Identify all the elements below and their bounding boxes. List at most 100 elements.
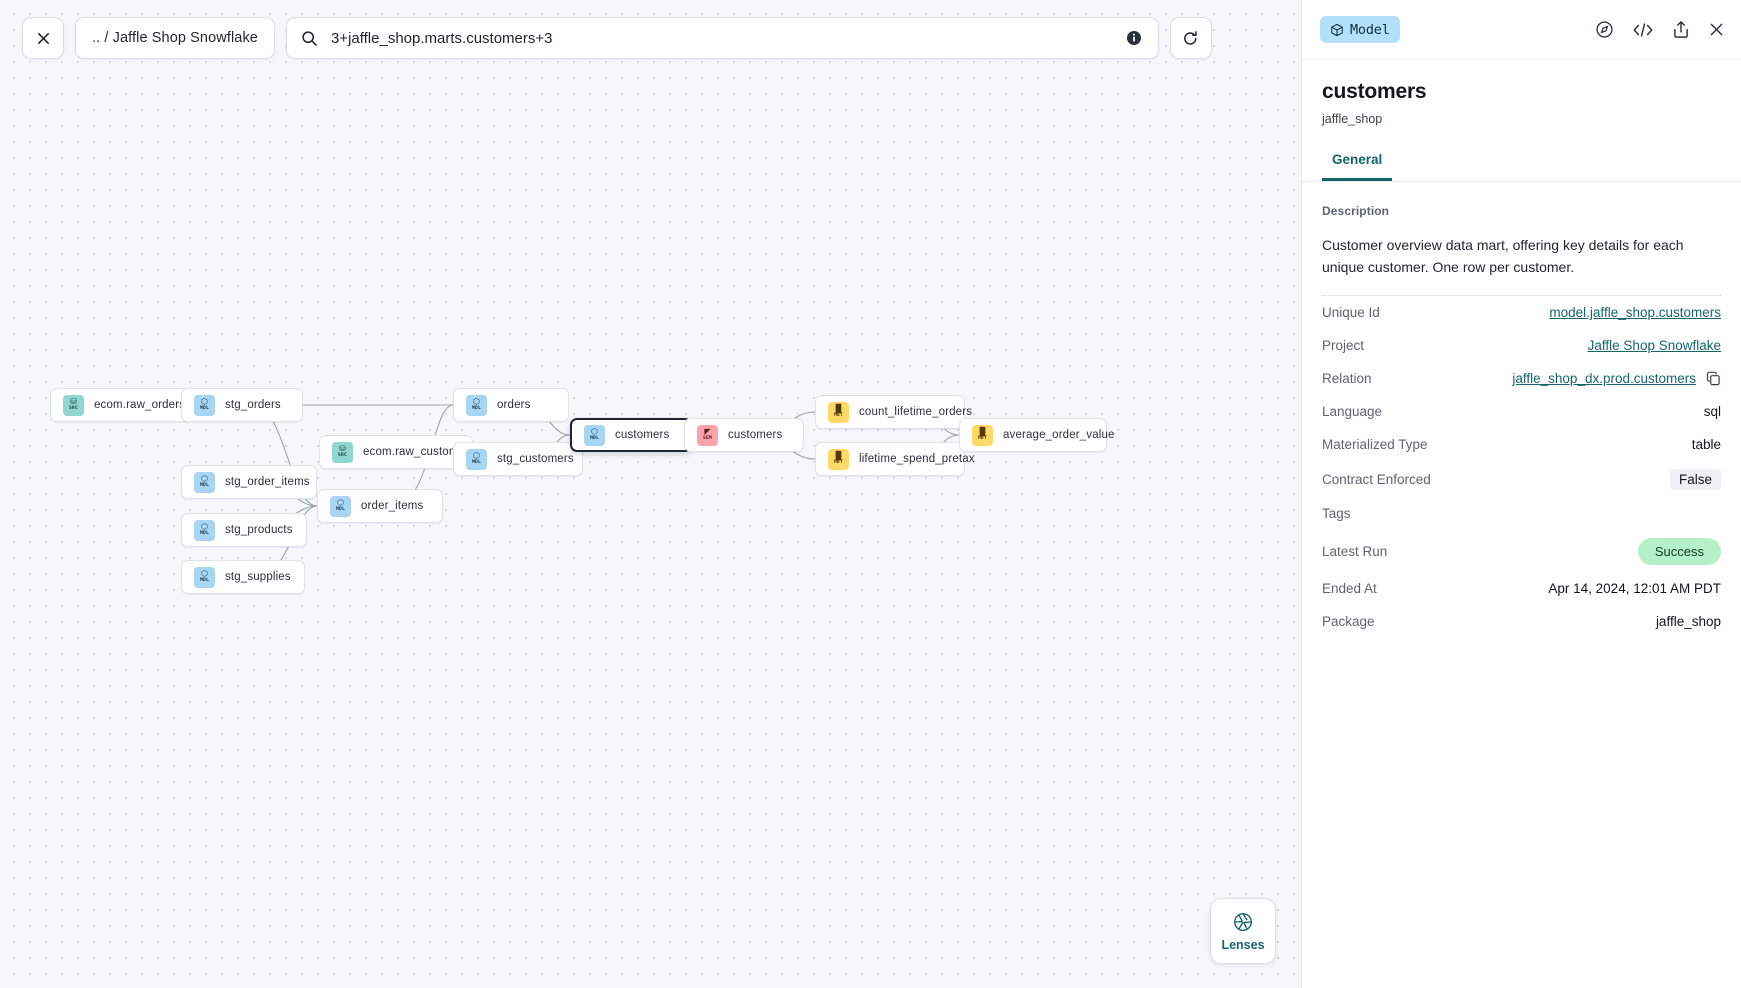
detail-row-value: sql [1703, 404, 1721, 420]
lineage-node-label: stg_orders [225, 399, 281, 411]
close-lineage-button[interactable] [22, 17, 64, 59]
mdl-node-icon: ⬡MDL [194, 566, 215, 588]
detail-row-link[interactable]: model.jaffle_shop.customers [1549, 305, 1721, 321]
lineage-node-label: stg_order_items [225, 476, 310, 488]
detail-row-key: Project [1322, 338, 1365, 354]
tab-general[interactable]: General [1322, 152, 1393, 181]
detail-row-latest-run: Latest Run Success [1322, 530, 1721, 572]
resource-type-badge[interactable]: Model [1320, 16, 1400, 43]
description-text: Customer overview data mart, offering ke… [1322, 237, 1684, 276]
lenses-label: Lenses [1221, 937, 1265, 952]
lineage-node-stg_orders[interactable]: ⬡MDL stg_orders [181, 388, 303, 422]
lineage-canvas[interactable]: .. / Jaffle Shop Snowflake 3+jaffle_shop… [0, 0, 1301, 988]
details-panel: Model [1301, 0, 1741, 988]
mdl-node-icon: ⬡MDL [194, 519, 215, 541]
detail-row-unique-id: Unique Id model.jaffle_shop.customers [1322, 296, 1721, 329]
description-label: Description [1322, 204, 1390, 218]
detail-row-value: Apr 14, 2024, 12:01 AM PDT [1548, 581, 1721, 597]
mdl-node-icon: ⬡MDL [584, 424, 605, 446]
info-icon-glyph [1126, 31, 1141, 45]
mdl-node-icon: ⬡MDL [194, 471, 215, 493]
detail-row-pill: False [1669, 468, 1721, 490]
share-icon[interactable] [1672, 20, 1690, 39]
lineage-search-box[interactable]: 3+jaffle_shop.marts.customers+3 [285, 17, 1159, 59]
detail-row-key: Package [1322, 614, 1375, 630]
detail-row-ended-at: Ended At Apr 14, 2024, 12:01 AM PDT [1322, 572, 1721, 605]
lineage-node-orders[interactable]: ⬡MDL orders [453, 388, 569, 422]
info-icon[interactable] [1126, 30, 1142, 46]
lineage-node-label: stg_products [225, 524, 293, 536]
status-badge: Success [1637, 537, 1721, 565]
code-icon[interactable] [1632, 21, 1654, 39]
lineage-node-label: count_lifetime_orders [859, 406, 973, 418]
mdl-node-icon: ⬡MDL [466, 394, 487, 416]
detail-row-package: Package jaffle_shop [1322, 605, 1721, 638]
detail-row-link[interactable]: jaffle_shop_dx.prod.customers [1512, 371, 1696, 387]
close-icon [37, 32, 49, 44]
src-node-icon: ⛁SRC [332, 441, 353, 463]
detail-row-key: Materialized Type [1322, 437, 1428, 453]
panel-header-actions [1595, 20, 1725, 39]
lineage-node-stg_order_items[interactable]: ⬡MDL stg_order_items [181, 465, 317, 499]
close-panel-icon[interactable] [1708, 21, 1725, 38]
lineage-node-label: lifetime_spend_pretax [859, 453, 975, 465]
detail-row-key: Tags [1322, 506, 1351, 522]
search-input[interactable]: 3+jaffle_shop.marts.customers+3 [330, 29, 553, 47]
detail-row-materialized-type: Materialized Type table [1322, 428, 1721, 461]
lineage-node-label: stg_supplies [225, 571, 291, 583]
panel-tabs: General [1302, 152, 1741, 182]
detail-row-key: Latest Run [1322, 543, 1388, 559]
refresh-icon [1184, 30, 1198, 45]
details-panel-header: Model [1302, 0, 1741, 60]
canvas-toolbar: .. / Jaffle Shop Snowflake 3+jaffle_shop… [22, 17, 1212, 59]
lineage-node-stg_supplies[interactable]: ⬡MDL stg_supplies [181, 560, 305, 594]
detail-row-value: jaffle_shop [1655, 614, 1721, 630]
lineage-node-label: stg_customers [497, 453, 574, 465]
cube-icon [1331, 23, 1343, 36]
detail-row-value-wrap: jaffle_shop_dx.prod.customers [1512, 371, 1721, 386]
compass-icon[interactable] [1595, 20, 1614, 39]
divider [1322, 294, 1721, 296]
lineage-node-count_lifetime_orders[interactable]: █MET count_lifetime_orders [815, 395, 972, 429]
detail-row-link[interactable]: Jaffle Shop Snowflake [1587, 338, 1721, 354]
refresh-button[interactable] [1169, 17, 1212, 59]
detail-row-key: Language [1322, 404, 1383, 420]
copy-icon[interactable] [1706, 371, 1721, 386]
mdl-node-icon: ⬡MDL [330, 495, 351, 517]
detail-row-key: Contract Enforced [1322, 471, 1431, 487]
lineage-node-customers_model[interactable]: ⬡MDL customers [570, 418, 692, 452]
met-node-icon: █MET [828, 401, 849, 423]
lineage-node-stg_products[interactable]: ⬡MDL stg_products [181, 513, 307, 547]
detail-row-relation: Relation jaffle_shop_dx.prod.customers [1322, 362, 1721, 395]
resource-type-label: Model [1350, 21, 1390, 38]
detail-row-tags: Tags [1322, 497, 1721, 530]
panel-body: Description Customer overview data mart,… [1302, 182, 1741, 988]
page-subtitle: jaffle_shop [1322, 112, 1383, 126]
met-node-icon: █MET [828, 448, 849, 470]
met-node-icon: █MET [972, 424, 993, 446]
lineage-node-lifetime_spend_pretax[interactable]: █MET lifetime_spend_pretax [815, 442, 975, 476]
breadcrumb-label: .. / Jaffle Shop Snowflake [92, 30, 258, 46]
lineage-node-label: customers [615, 429, 670, 441]
breadcrumb[interactable]: .. / Jaffle Shop Snowflake [75, 17, 275, 59]
detail-row-key: Unique Id [1322, 305, 1380, 321]
lenses-aperture-icon [1234, 912, 1252, 931]
sem-node-icon: ◤SEM [697, 424, 718, 446]
lineage-node-label: orders [497, 399, 531, 411]
detail-row-key: Relation [1322, 371, 1372, 387]
detail-row-key: Ended At [1322, 581, 1377, 597]
lenses-button[interactable]: Lenses [1210, 898, 1276, 964]
panel-title-block: customers jaffle_shop [1302, 60, 1741, 126]
detail-row-value: table [1691, 437, 1721, 453]
mdl-node-icon: ⬡MDL [194, 394, 215, 416]
search-icon [302, 30, 317, 46]
page-title: customers [1322, 80, 1427, 103]
